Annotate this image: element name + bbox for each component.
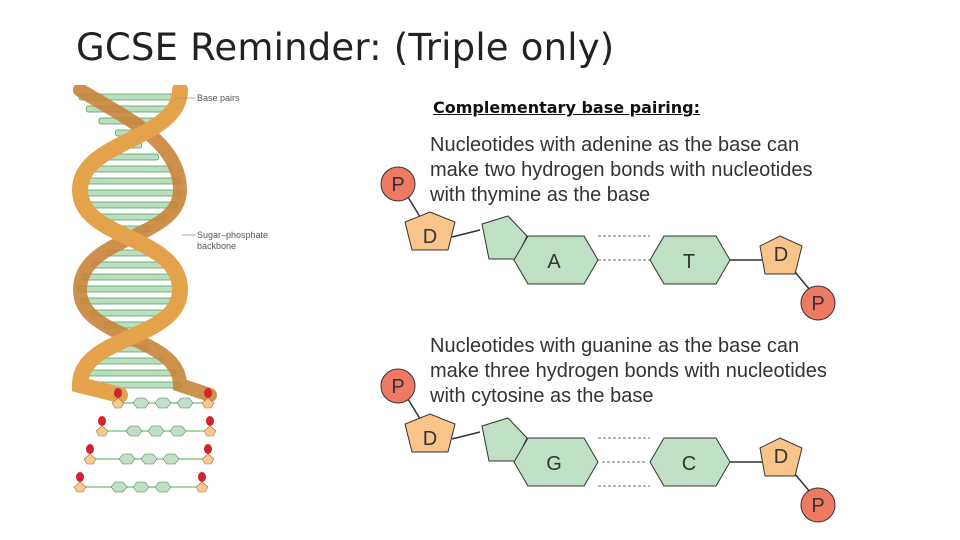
- label-backbone-line1: Sugar–phosphate: [197, 230, 268, 240]
- base-pair-rung: [77, 189, 183, 197]
- base-hexagon: [169, 425, 187, 437]
- phosphate-dot: [76, 472, 84, 482]
- section-heading: Complementary base pairing:: [433, 98, 700, 117]
- pair-1-left-base-shape: [513, 235, 599, 285]
- base-pair-rung: [80, 297, 180, 305]
- sugar-pentagon: [83, 453, 97, 465]
- phosphate-dot: [198, 472, 206, 482]
- phosphate-dot: [98, 416, 106, 426]
- pair-1-left-base-label: A: [547, 251, 561, 273]
- pair-1-left-sugar-shape: [404, 211, 456, 251]
- pair-2-nucleotide-diagram: D P G C D P: [380, 368, 836, 523]
- phosphate-dot: [204, 444, 212, 454]
- base-pair-rung: [84, 369, 176, 377]
- pair-1-left-sugar-label: D: [423, 226, 437, 248]
- base-pair-rung: [96, 357, 164, 365]
- base-hexagon: [110, 481, 128, 493]
- pair-1-right-sugar-label: D: [774, 244, 788, 266]
- pair-1-text-line-3: with thymine as the base: [430, 184, 651, 206]
- base-hexagon: [154, 481, 172, 493]
- pair-2-description: Nucleotides with guanine as the base can…: [430, 334, 850, 409]
- sugar-pentagon: [95, 425, 109, 437]
- phosphate-dot: [206, 416, 214, 426]
- pair-2-left-d-base-bond: [451, 431, 481, 440]
- base-pair-rung: [77, 285, 183, 293]
- base-hexagon: [147, 425, 165, 437]
- pair-2-left-base-shape: [513, 437, 599, 487]
- pair-2-left-base-label: G: [546, 453, 562, 475]
- dna-double-helix-figure: Base pairs Sugar–phosphate backbone: [71, 85, 268, 493]
- base-hexagon: [125, 425, 143, 437]
- pair-2-text-line-2: make three hydrogen bonds with nucleotid…: [430, 360, 827, 382]
- base-hexagon: [154, 397, 172, 409]
- pair-2-right-sugar-label: D: [774, 446, 788, 468]
- phosphate-dot: [204, 388, 212, 398]
- backbone-strand-front: [71, 85, 189, 403]
- base-hexagon: [176, 397, 194, 409]
- pair-2-left-phosphate-shape: [380, 368, 416, 404]
- pair-1-right-base-label: T: [683, 251, 695, 273]
- pair-1-right-base-shape: [649, 235, 731, 285]
- slide-title: GCSE Reminder: (Triple only): [76, 26, 615, 69]
- phosphate-dot: [114, 388, 122, 398]
- pair-1-right-sugar-shape: [759, 235, 803, 275]
- phosphate-dot: [86, 444, 94, 454]
- base-hexagon: [132, 481, 150, 493]
- sugar-pentagon: [73, 481, 87, 493]
- pair-1-description: Nucleotides with adenine as the base can…: [430, 133, 850, 208]
- sugar-pentagon: [195, 481, 209, 493]
- pair-1-text-line-1: Nucleotides with adenine as the base can: [430, 134, 800, 156]
- label-backbone-line2: backbone: [197, 241, 236, 251]
- unwound-ladder: [73, 388, 217, 493]
- sugar-pentagon: [203, 425, 217, 437]
- pair-1-left-phosphate-shape: [380, 166, 416, 202]
- pair-2-text-line-3: with cytosine as the base: [430, 385, 654, 407]
- pair-1-right-phosphate-shape: [800, 285, 836, 321]
- base-hexagon: [140, 453, 158, 465]
- base-hexagon: [118, 453, 136, 465]
- pair-2-left-phosphate-label: P: [391, 376, 404, 398]
- pair-2-right-base-shape: [649, 437, 731, 487]
- pair-1-right-d-p-bond: [794, 271, 811, 291]
- pair-1-left-phosphate-label: P: [391, 174, 404, 196]
- sugar-pentagon: [201, 397, 215, 409]
- base-pair-rung: [79, 177, 181, 185]
- pair-2-left-sugar-label: D: [423, 428, 437, 450]
- sugar-pentagon: [201, 453, 215, 465]
- pair-2-text-line-1: Nucleotides with guanine as the base can: [430, 335, 800, 357]
- base-pair-rung: [87, 165, 173, 173]
- pair-2-right-base-label: C: [682, 453, 696, 475]
- pair-2-right-sugar-shape: [759, 437, 803, 477]
- pair-1-right-phosphate-label: P: [811, 293, 824, 315]
- pair-2-right-phosphate-label: P: [811, 495, 824, 517]
- pair-1-text-line-2: make two hydrogen bonds with nucleotides: [430, 159, 813, 181]
- base-hexagon: [162, 453, 180, 465]
- pair-1-left-d-base-bond: [451, 229, 481, 238]
- base-pair-rung: [82, 201, 178, 209]
- base-pair-rung: [91, 261, 169, 269]
- label-base-pairs: Base pairs: [197, 93, 240, 103]
- pair-2-right-phosphate-shape: [800, 487, 836, 523]
- pair-2-right-d-p-bond: [794, 473, 811, 493]
- base-hexagon: [132, 397, 150, 409]
- pair-2-left-sugar-shape: [404, 413, 456, 453]
- sugar-pentagon: [111, 397, 125, 409]
- base-pair-rung: [81, 273, 179, 281]
- pair-1-nucleotide-diagram: D P A T D P: [380, 166, 836, 321]
